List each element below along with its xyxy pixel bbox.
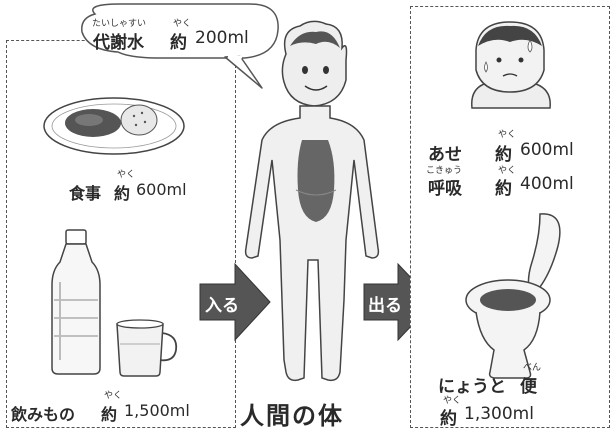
sweat-label: あせ (428, 145, 462, 165)
metabolic-water-label: 代謝水 (93, 33, 144, 53)
breath-yaku-reading: やく (498, 166, 517, 176)
metabolic-water-yaku: 約 (170, 33, 187, 53)
body-caption: 人間の体 (240, 402, 344, 430)
sweat-yaku-reading: やく (498, 130, 517, 140)
breath-amount: 400ml (520, 174, 574, 194)
arrow-out-label: 出る (368, 296, 402, 316)
food-amount: 600ml (136, 180, 187, 199)
food-yaku: 約 (114, 184, 131, 203)
food-yaku-reading: やく (117, 170, 136, 180)
metabolic-water-yaku-reading: やく (173, 19, 192, 29)
sweat-amount: 600ml (520, 140, 574, 160)
metabolic-water-amount: 200ml (195, 28, 249, 48)
excretion-amount: 1,300ml (464, 404, 534, 424)
breath-reading: こきゅう (426, 166, 463, 176)
excretion-yaku-reading: やく (443, 396, 462, 406)
arrow-in-label: 入る (205, 296, 239, 316)
breath-label: 呼吸 (428, 179, 462, 199)
breath-yaku: 約 (495, 179, 512, 199)
drinks-yaku-reading: やく (104, 391, 123, 401)
excretion-yaku: 約 (440, 409, 457, 429)
metabolic-water-reading: たいしゃすい (92, 19, 147, 29)
excretion-label-kanji: 便 (520, 377, 537, 397)
drinks-amount: 1,500ml (124, 401, 190, 420)
excretion-kanji-reading: べん (523, 363, 542, 373)
drinks-label: 飲みもの (11, 405, 76, 424)
food-label: 食事 (69, 184, 102, 203)
excretion-label-kana: にょうと (438, 377, 506, 397)
sweat-yaku: 約 (495, 145, 512, 165)
drinks-yaku: 約 (101, 405, 118, 424)
